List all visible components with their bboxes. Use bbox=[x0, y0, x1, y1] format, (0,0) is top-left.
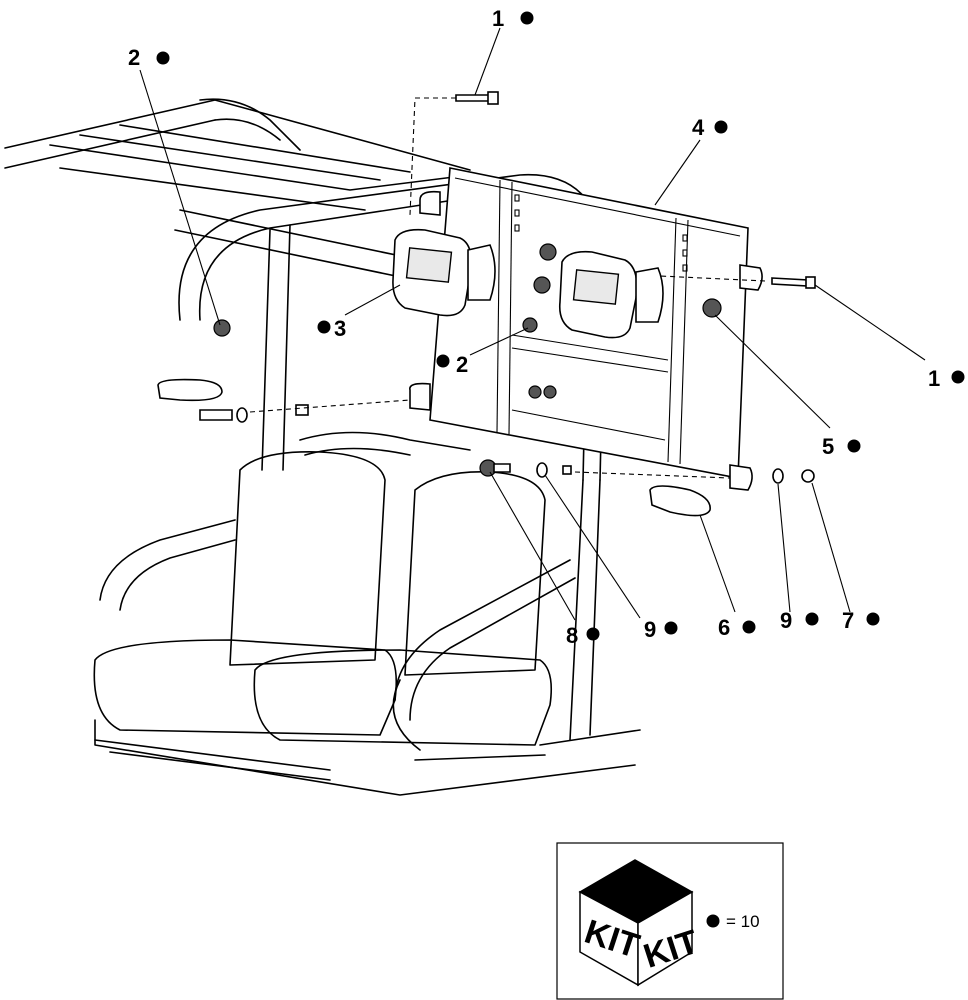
work-light-left bbox=[392, 228, 496, 317]
floor-deck bbox=[94, 719, 641, 796]
kit-marker-icon bbox=[951, 370, 965, 384]
kit-marker-icon bbox=[317, 320, 331, 334]
callout-4: 4 bbox=[692, 115, 728, 140]
kit-marker-icon bbox=[436, 354, 450, 368]
callout-number: 3 bbox=[334, 316, 346, 341]
kit-marker-icon bbox=[742, 620, 756, 634]
callout-number: 2 bbox=[456, 352, 468, 377]
kit-marker-icon bbox=[520, 11, 534, 25]
callout-number: 9 bbox=[644, 617, 656, 642]
kit-marker-icon bbox=[847, 439, 861, 453]
kit-marker-icon bbox=[805, 612, 819, 626]
plate-slots bbox=[514, 194, 688, 272]
callout-number: 1 bbox=[928, 366, 940, 391]
callout-9-right: 9 bbox=[780, 608, 819, 633]
callout-8: 8 bbox=[566, 623, 600, 648]
kit-marker-icon bbox=[706, 914, 720, 928]
callout-1-right: 1 bbox=[928, 366, 965, 391]
callout-labels: 1 2 4 3 2 1 5 8 bbox=[128, 6, 965, 648]
callout-3: 3 bbox=[317, 316, 346, 341]
kit-box-icon: KIT KIT bbox=[578, 859, 703, 987]
callout-number: 9 bbox=[780, 608, 792, 633]
callout-number: 2 bbox=[128, 45, 140, 70]
kit-marker-icon bbox=[714, 120, 728, 134]
callout-number: 1 bbox=[492, 6, 504, 31]
callout-2-center: 2 bbox=[436, 352, 468, 377]
kit-marker-icon bbox=[156, 51, 170, 65]
callout-number: 8 bbox=[566, 623, 578, 648]
callout-number: 5 bbox=[822, 434, 834, 459]
work-light-right bbox=[558, 250, 664, 339]
callout-7: 7 bbox=[842, 608, 880, 633]
callout-6: 6 bbox=[718, 615, 756, 640]
callout-number: 7 bbox=[842, 608, 854, 633]
callout-1-top: 1 bbox=[492, 6, 534, 31]
cargo-rack-frame bbox=[4, 98, 471, 281]
hardware bbox=[157, 91, 816, 517]
rear-seats bbox=[93, 431, 576, 761]
kit-legend: KIT KIT = 10 bbox=[556, 842, 784, 1000]
callout-2-left: 2 bbox=[128, 45, 170, 70]
kit-marker-icon bbox=[664, 621, 678, 635]
kit-marker-icon bbox=[866, 612, 880, 626]
callout-number: 4 bbox=[692, 115, 705, 140]
callout-9-center: 9 bbox=[644, 617, 678, 642]
callout-5: 5 bbox=[822, 434, 861, 459]
kit-marker-icon bbox=[586, 627, 600, 641]
callout-number: 6 bbox=[718, 615, 730, 640]
leader-lines bbox=[139, 27, 926, 621]
legend-equals-text: = 10 bbox=[726, 912, 760, 931]
